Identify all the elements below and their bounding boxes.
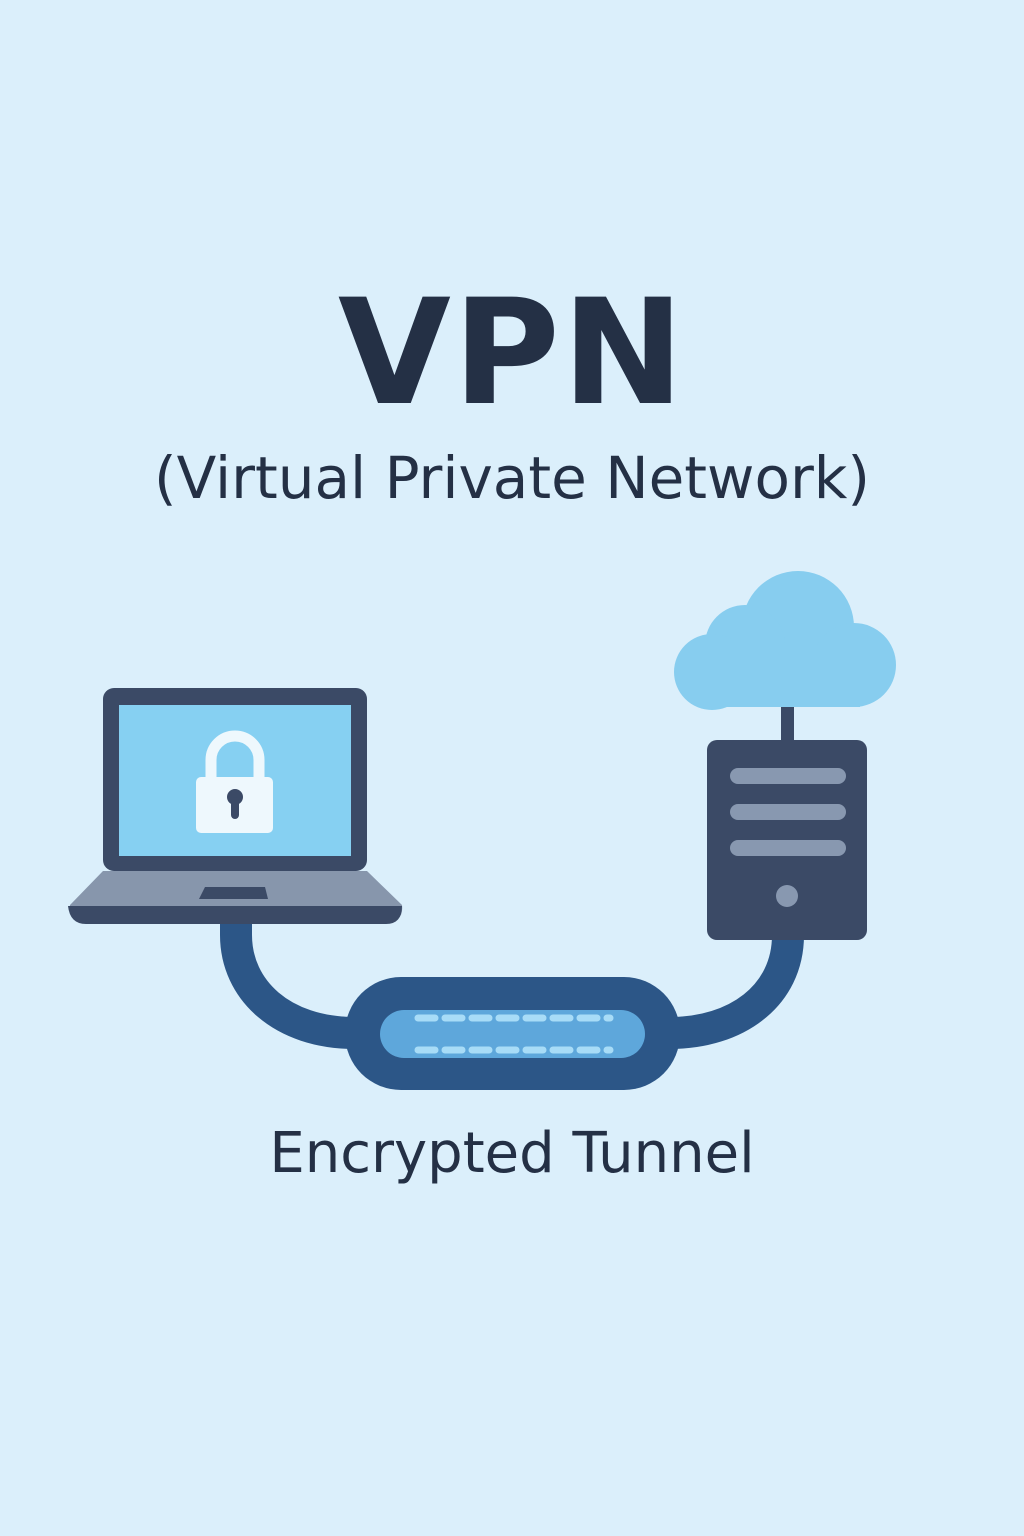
laptop-cable bbox=[220, 904, 371, 1049]
tunnel-icon bbox=[345, 977, 680, 1090]
padlock-icon bbox=[196, 730, 273, 833]
tunnel-caption: Encrypted Tunnel bbox=[269, 1121, 755, 1186]
server-cable bbox=[654, 914, 804, 1049]
laptop-icon bbox=[68, 688, 403, 924]
page-subtitle: (Virtual Private Network) bbox=[153, 444, 871, 512]
server-icon bbox=[707, 740, 867, 940]
page-title: VPN bbox=[337, 268, 687, 438]
cloud-icon bbox=[674, 571, 896, 744]
